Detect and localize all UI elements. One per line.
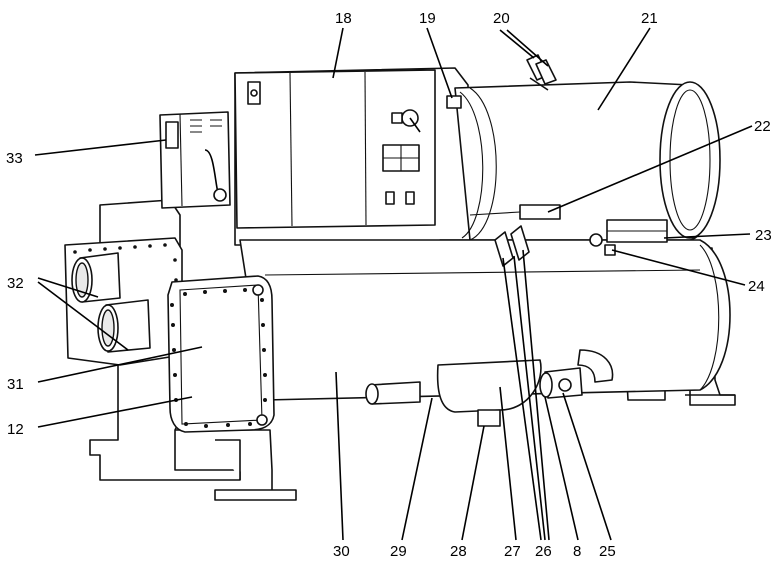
callout-12: 12 (7, 421, 24, 438)
callout-26: 26 (535, 543, 552, 560)
callout-18: 18 (335, 10, 352, 27)
callout-19: 19 (419, 10, 436, 27)
leader-20a (499, 29, 535, 59)
leader-32b (37, 281, 129, 351)
control-panel (234, 69, 436, 229)
callout-32: 32 (7, 275, 24, 292)
callout-29: 29 (390, 543, 407, 560)
leader-25 (562, 392, 612, 541)
leader-26c (522, 249, 550, 541)
condenser-shell (454, 81, 721, 241)
leader-28 (461, 425, 485, 541)
leader-26b (513, 255, 546, 541)
callout-28: 28 (450, 543, 467, 560)
leader-12 (37, 396, 193, 428)
leader-29 (401, 397, 433, 541)
leader-19 (426, 27, 453, 99)
callout-33: 33 (6, 150, 23, 167)
leader-23 (663, 233, 751, 239)
leader-20b (506, 29, 549, 67)
callout-31: 31 (7, 376, 24, 393)
callout-20: 20 (493, 10, 510, 27)
callout-24: 24 (748, 278, 765, 295)
leader-18 (332, 27, 344, 79)
leader-22 (547, 125, 753, 213)
leader-30 (335, 371, 344, 541)
fittings (446, 54, 668, 267)
leader-24 (611, 249, 746, 286)
callout-8: 8 (573, 543, 581, 560)
callout-23: 23 (755, 227, 772, 244)
leader-27 (499, 386, 517, 541)
callout-group: 18 19 20 21 22 23 24 33 32 31 12 30 29 2… (6, 10, 772, 560)
callout-21: 21 (641, 10, 658, 27)
callout-27: 27 (504, 543, 521, 560)
waterbox-cover (167, 275, 275, 433)
starter-box (159, 111, 231, 209)
leader-21 (597, 27, 651, 111)
leader-8 (544, 396, 579, 541)
leader-26a (502, 257, 542, 541)
leader-33 (34, 139, 167, 156)
callout-22: 22 (754, 118, 771, 135)
leader-31 (37, 346, 203, 383)
callout-25: 25 (599, 543, 616, 560)
callout-30: 30 (333, 543, 350, 560)
lower-piping (365, 349, 614, 427)
leader-32a (37, 277, 99, 298)
